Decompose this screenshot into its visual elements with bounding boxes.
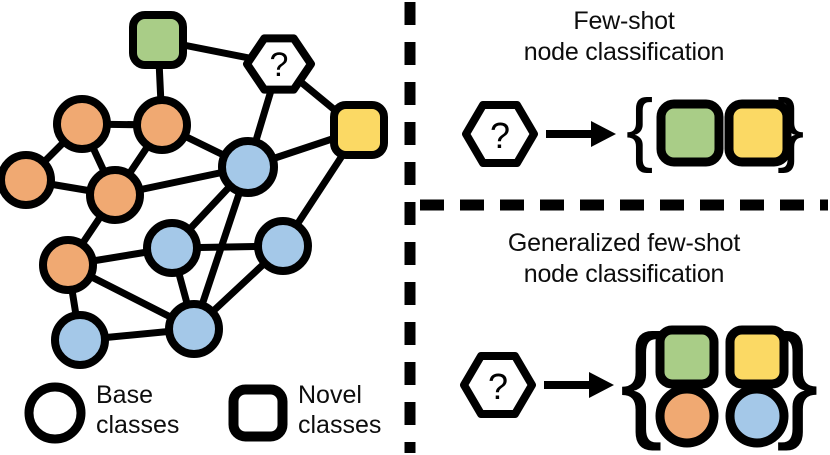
legend-square-icon [228,384,288,442]
legend-circle-icon [24,382,86,444]
query-hexagon-icon [460,352,536,418]
right-arrow-icon [544,372,614,398]
output-square-green [656,99,724,167]
query-mark-label: ? [490,115,510,156]
graph-node-hexagon-white [243,34,315,94]
graph-node-circle-orange [53,95,111,153]
legend-label-novel: Novel classes [298,381,382,439]
graph-node-circle-blue [51,311,109,369]
output-square-green [655,325,719,389]
task-panel: Few-shot node classification ? { } Gener… [418,0,830,455]
graph-node-circle-blue [143,219,201,277]
legend-label-base: Base classes [96,381,180,439]
graph-nodes: ? [0,11,388,369]
query-mark-label: ? [488,366,508,407]
graph-edges [22,36,363,344]
graph-node-square-yellow [330,101,388,159]
output-square-yellow [724,99,792,167]
graph-node-circle-blue [218,137,278,197]
graph-node-circle-orange [0,151,55,209]
graph-node-circle-blue [165,300,223,358]
vertical-dashed-divider [404,2,416,453]
generalized-few-shot-diagram: ? { } [460,309,819,452]
graph-svg: ? [0,11,388,369]
few-shot-title: Few-shot node classification [523,7,725,66]
generalized-few-shot-title: Generalized few-shot node classification [507,229,741,288]
open-brace: { [620,309,663,452]
horizontal-dashed-divider [420,199,828,211]
graph-node-square-green [129,11,187,69]
query-hexagon-icon [462,101,538,167]
graph-node-circle-orange [86,166,144,224]
open-brace: { [626,83,653,174]
graph-query-label: ? [270,46,289,84]
few-shot-diagram: ? { } [462,83,804,174]
graph-node-circle-orange [133,96,191,154]
output-circle-orange [655,384,719,448]
graph-node-circle-orange [39,236,97,294]
output-square-yellow [725,325,789,389]
graph-node-circle-blue [254,217,312,275]
graph-panel: ? Base classes Novel classes [0,0,410,455]
right-arrow-icon [546,121,616,147]
output-circle-blue [725,384,789,448]
